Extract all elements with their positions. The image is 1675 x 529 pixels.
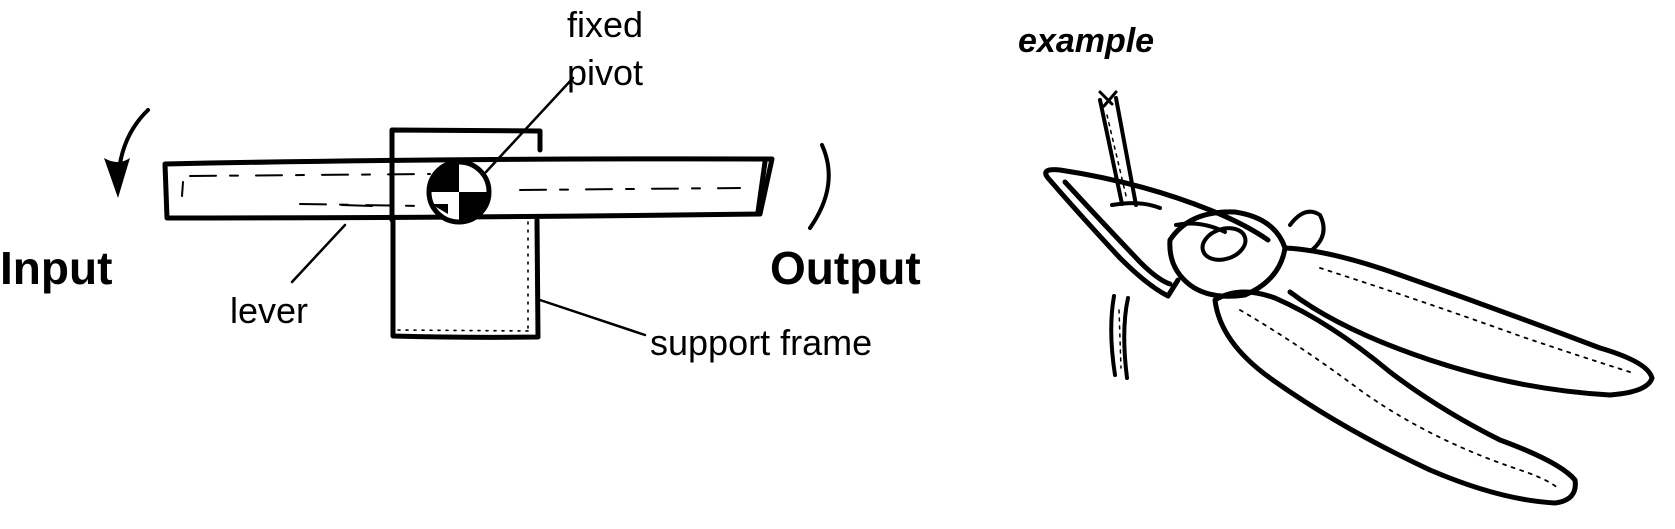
lever-bar (162, 156, 775, 221)
lever-mechanism (104, 76, 831, 340)
fixed-pivot-leader-line (484, 76, 575, 174)
input-rotation-arrow-icon (104, 108, 150, 198)
example-label: example (1018, 22, 1154, 60)
fixed-pivot (426, 159, 492, 225)
pliers-jaws (1043, 167, 1271, 299)
output-label: Output (770, 242, 921, 294)
pliers-pivot-hub (1167, 209, 1326, 299)
pliers-upper-handle (1282, 245, 1655, 398)
pliers-illustration (1043, 90, 1655, 506)
support-frame-leader-line (538, 298, 647, 337)
lever-label: lever (230, 290, 308, 331)
pliers-lower-handle (1212, 289, 1578, 506)
input-label: Input (0, 242, 112, 294)
output-rotation-arrow-icon (808, 143, 831, 230)
lever-leader-line (290, 223, 347, 284)
fixed-pivot-label-line1: fixed (567, 4, 643, 45)
support-frame-label: support frame (650, 322, 872, 363)
fixed-pivot-label-line2: pivot (567, 52, 643, 93)
wire (1098, 90, 1138, 380)
